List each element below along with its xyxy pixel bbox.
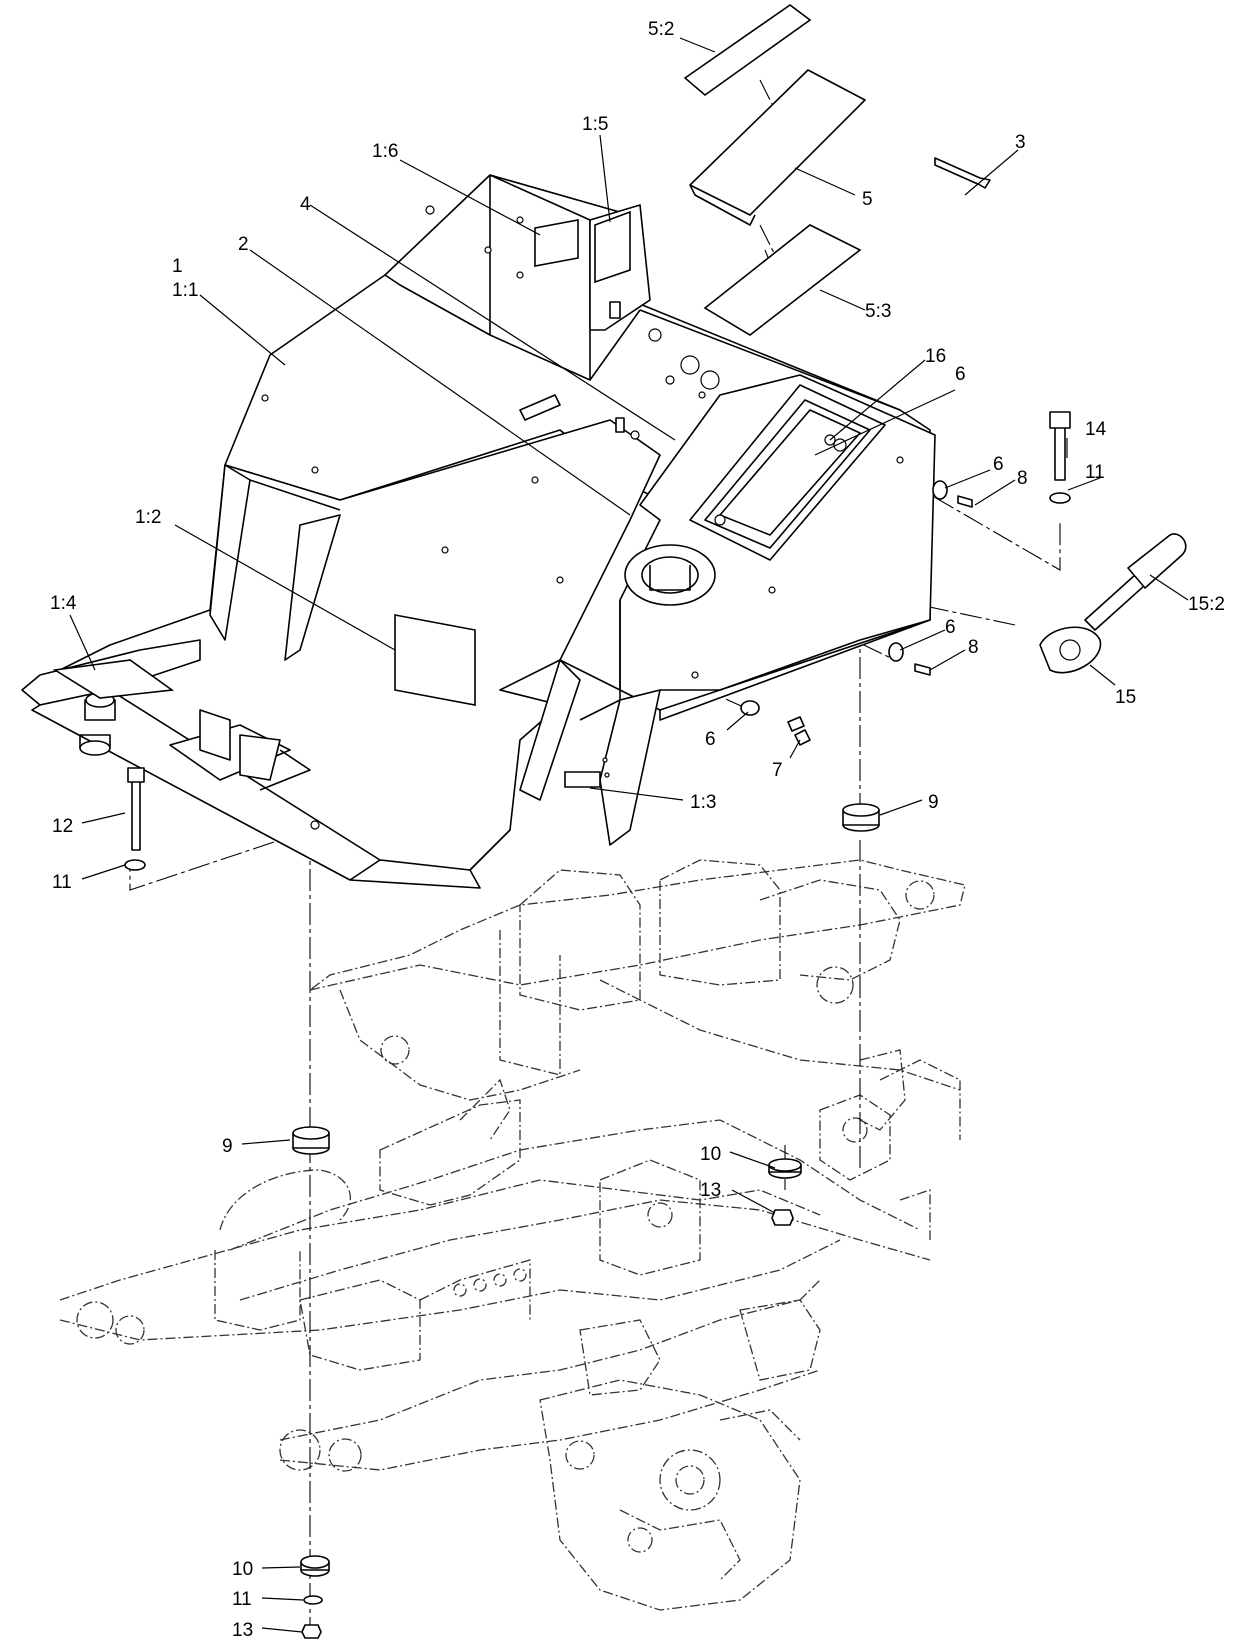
callout-11-bottom: 11 — [232, 1589, 252, 1610]
callout-1-5: 1:5 — [582, 114, 608, 135]
callout-2: 2 — [238, 234, 249, 255]
rod-3 — [934, 157, 991, 189]
callout-1-3: 1:3 — [690, 792, 716, 813]
callout-8-upper: 8 — [1017, 468, 1028, 489]
callout-4: 4 — [300, 194, 311, 215]
decal-1-3 — [564, 771, 601, 788]
callout-7: 7 — [772, 760, 783, 781]
callout-13-right: 13 — [700, 1180, 721, 1201]
callout-6-lower: 6 — [705, 729, 716, 750]
callout-1-4: 1:4 — [50, 593, 77, 614]
callout-11-left: 11 — [52, 872, 72, 893]
decal-1-4 — [52, 659, 175, 699]
callout-6-console: 6 — [955, 364, 966, 385]
decal-1-6 — [534, 219, 579, 267]
callout-11-upper: 11 — [1085, 462, 1105, 483]
callout-5-2: 5:2 — [648, 19, 674, 40]
callout-13-bottom: 13 — [232, 1620, 253, 1641]
decal-5-2 — [683, 4, 812, 97]
callout-3: 3 — [1015, 132, 1026, 153]
callout-1: 1 — [172, 256, 183, 277]
callout-labels: 5:2 1:5 3 1:6 5 4 2 1 1:1 5:3 16 6 14 6 … — [50, 19, 1225, 1641]
callout-12: 12 — [52, 816, 73, 837]
cover-5 — [689, 69, 866, 216]
decal-1-2 — [394, 614, 476, 706]
callout-16: 16 — [925, 346, 946, 367]
loose-parts — [124, 4, 1187, 1639]
callout-5: 5 — [862, 189, 873, 210]
callout-1-2: 1:2 — [135, 507, 161, 528]
decal-5-3 — [703, 224, 862, 336]
callout-14: 14 — [1085, 419, 1107, 440]
leader-lines — [69, 37, 1189, 1633]
chassis-frame — [59, 859, 966, 1611]
callout-15: 15 — [1115, 687, 1136, 708]
callout-1-1: 1:1 — [172, 280, 198, 301]
callout-10-bottom: 10 — [232, 1559, 253, 1580]
callout-5-3: 5:3 — [865, 301, 891, 322]
callout-1-6: 1:6 — [372, 141, 398, 162]
callout-10-right: 10 — [700, 1144, 721, 1165]
decal-1-5 — [594, 210, 631, 284]
callout-15-2: 15:2 — [1188, 594, 1225, 615]
callout-9-upper: 9 — [928, 792, 939, 813]
callout-6-upper: 6 — [993, 454, 1004, 475]
callout-6-mid: 6 — [945, 617, 956, 638]
callout-9-lower: 9 — [222, 1136, 233, 1157]
platform-assembly — [21, 174, 936, 889]
callout-8-mid: 8 — [968, 637, 979, 658]
